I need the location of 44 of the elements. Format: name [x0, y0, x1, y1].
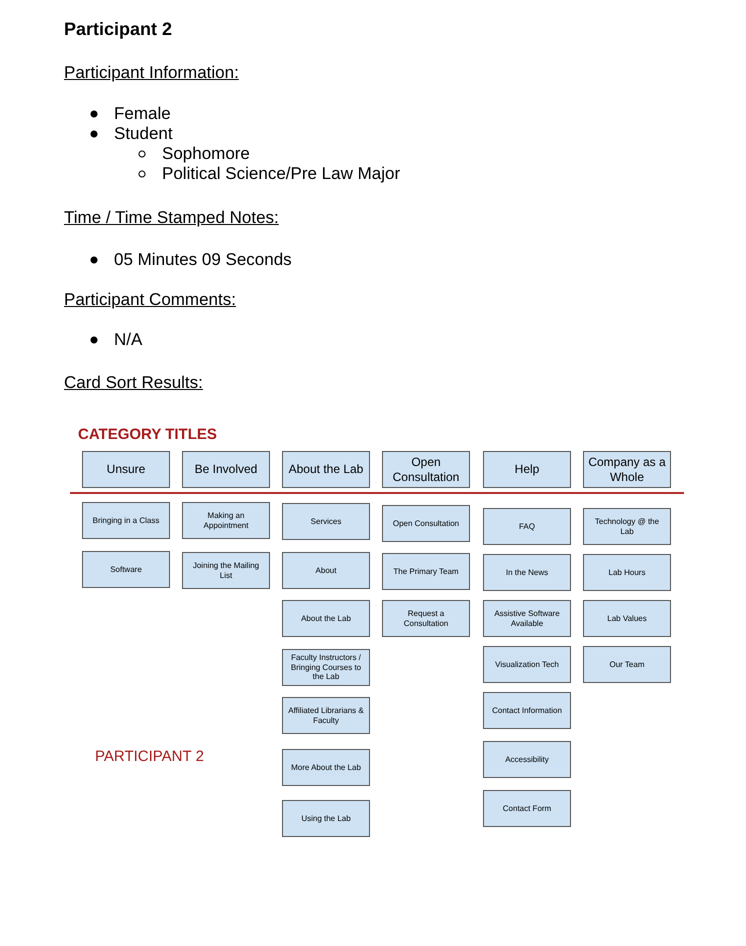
item-card: Technology @ the Lab [583, 508, 671, 545]
participant-label: PARTICIPANT 2 [95, 748, 204, 765]
section-heading: Time / Time Stamped Notes: [64, 208, 279, 228]
item-card: Bringing in a Class [82, 502, 170, 539]
section-label: CATEGORY TITLES [78, 426, 217, 443]
page-title: Participant 2 [64, 19, 172, 40]
item-card: Open Consultation [382, 505, 470, 542]
item-card: Lab Hours [583, 554, 671, 591]
bullet-item: Student [114, 124, 173, 144]
item-card: Joining the Mailing List [182, 552, 270, 589]
section-heading: Participant Information: [64, 63, 239, 83]
item-card: FAQ [483, 508, 571, 545]
bullet-item: Female [114, 104, 171, 124]
item-card: Assistive Software Available [483, 600, 571, 637]
item-card: Contact Form [483, 790, 571, 827]
item-card: Affiliated Librarians & Faculty [282, 697, 370, 734]
item-card: Visualization Tech [483, 646, 571, 683]
item-card: About [282, 552, 370, 589]
item-card: Making an Appointment [182, 502, 270, 539]
bullet-item: 05 Minutes 09 Seconds [114, 250, 292, 270]
category-card: About the Lab [282, 451, 370, 488]
item-card: Request a Consultation [382, 600, 470, 637]
bullet-item: N/A [114, 330, 142, 350]
item-card: Accessibility [483, 741, 571, 778]
category-card: Open Consultation [382, 451, 470, 488]
item-card: Software [82, 551, 170, 588]
category-card: Be Involved [182, 451, 270, 488]
item-card: Contact Information [483, 692, 571, 729]
section-heading: Participant Comments: [64, 290, 236, 310]
item-card: Faculty Instructors / Bringing Courses to the Lab [282, 649, 370, 686]
bullet-item: Political Science/Pre Law Major [162, 164, 400, 184]
item-card: Our Team [583, 646, 671, 683]
item-card: About the Lab [282, 600, 370, 637]
category-card: Unsure [82, 451, 170, 488]
item-card: Services [282, 503, 370, 540]
item-card: In the News [483, 554, 571, 591]
item-card: The Primary Team [382, 553, 470, 590]
section-heading: Card Sort Results: [64, 373, 203, 393]
item-card: Lab Values [583, 600, 671, 637]
category-card: Help [483, 451, 571, 488]
item-card: Using the Lab [282, 800, 370, 837]
category-card: Company as a Whole [583, 451, 671, 488]
bullet-item: Sophomore [162, 144, 250, 164]
item-card: More About the Lab [282, 749, 370, 786]
